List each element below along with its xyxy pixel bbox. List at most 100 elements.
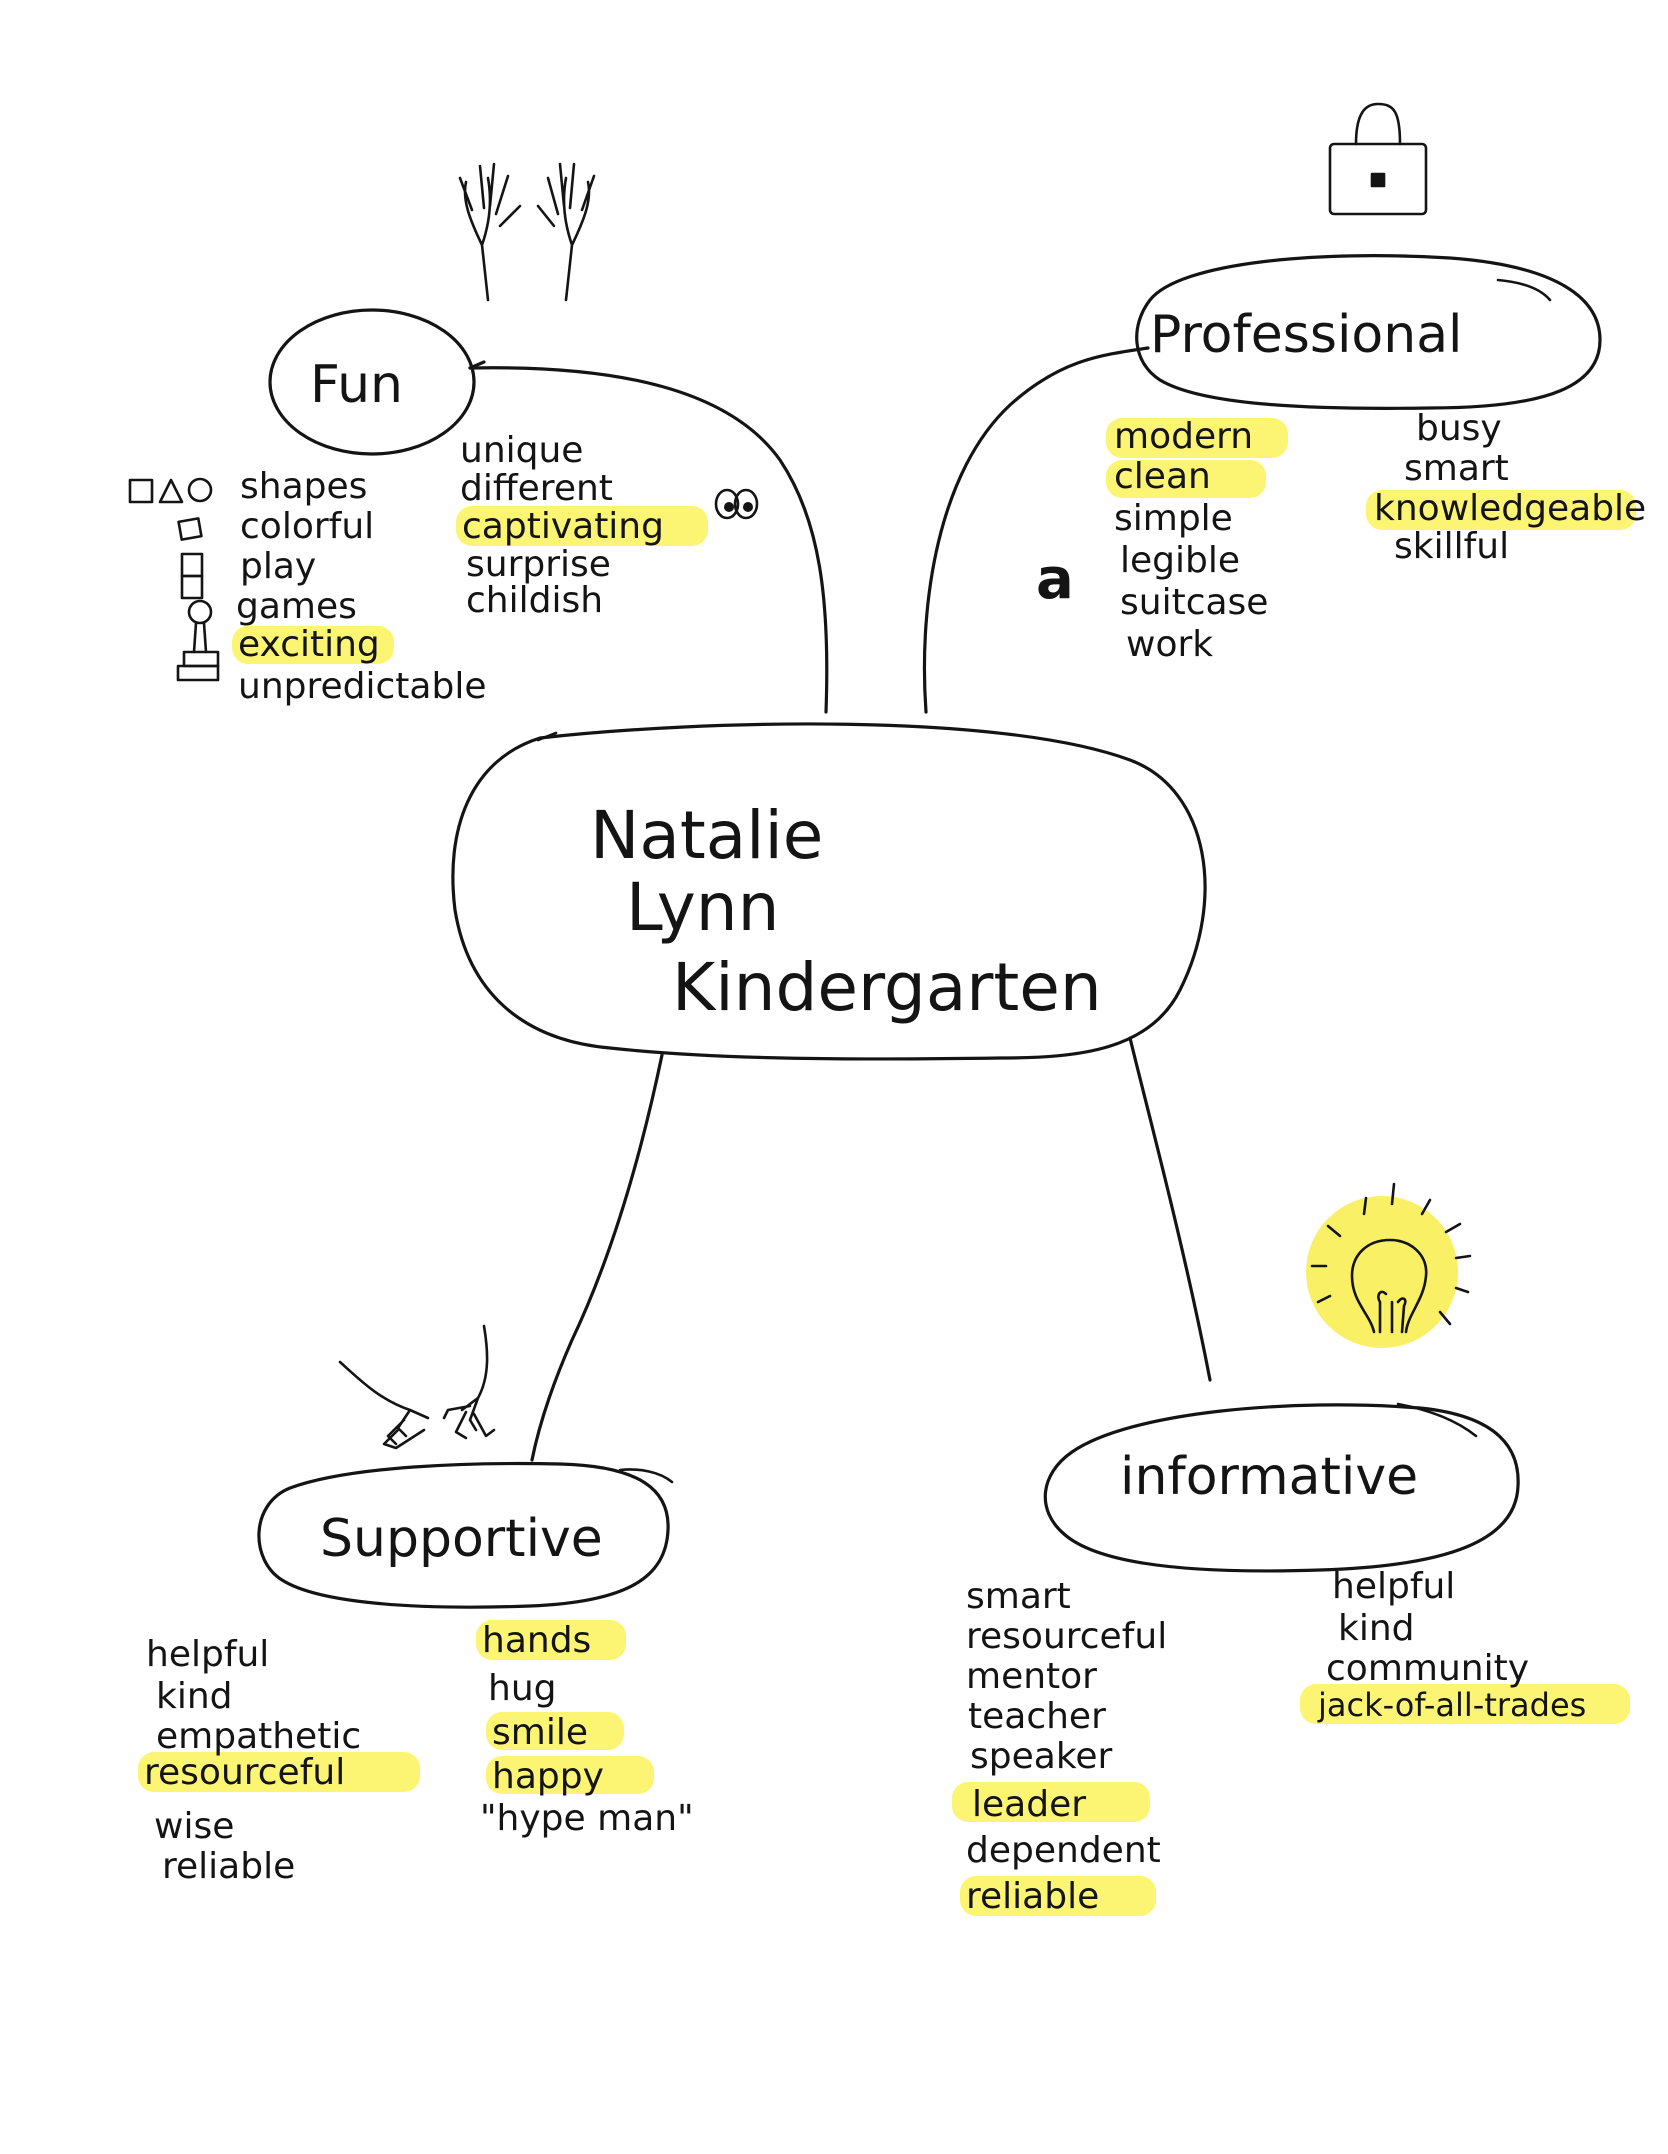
informative-word: smart [966,1576,1071,1617]
professional-word: suitcase [1120,582,1268,623]
branch-fun: Fun shapes [128,162,759,707]
raised-hands-icon [458,162,596,302]
shapes-icon [128,477,213,504]
highlight-jack-of-all-trades [1300,1684,1630,1724]
supportive-word: happy [492,1756,604,1797]
supportive-word: kind [156,1676,233,1717]
informative-oval-tail [1396,1402,1478,1438]
highlight-clean [1106,460,1266,498]
supportive-label: Supportive [320,1509,603,1569]
supportive-words-col2: hands hug smile happy "hype man" [480,1620,694,1839]
fun-word: captivating [462,506,664,547]
supportive-oval-tail [618,1468,674,1484]
branch-professional: Professional a modern clean simple legib… [1036,102,1646,665]
professional-side-glyph: a [1036,547,1074,612]
professional-word: work [1126,624,1213,665]
stamp-icon [176,599,220,682]
supportive-words-col1: helpful kind empathetic resourceful wise… [144,1634,361,1887]
informative-word: community [1326,1648,1529,1689]
professional-word: smart [1404,448,1509,489]
center-title-line-1: Natalie [590,797,823,874]
professional-oval-tail [1496,278,1552,302]
professional-word: clean [1114,456,1211,497]
highlight-resourceful [138,1752,420,1792]
informative-word: dependent [966,1830,1161,1871]
highlights [138,418,1636,1916]
fun-word: shapes [240,466,367,507]
highlight-exciting [232,626,394,664]
informative-words-col1: smart resourceful mentor teacher speaker… [966,1576,1167,1917]
informative-word: jack-of-all-trades [1317,1686,1586,1724]
reaching-hands-icon [338,1324,496,1450]
googly-eyes-icon [714,488,759,520]
fun-word: different [460,468,613,509]
center-oval [451,722,1207,1061]
professional-word: modern [1114,416,1253,457]
supportive-word: empathetic [156,1716,361,1757]
center-title-line-3: Kindergarten [672,949,1102,1026]
lightbulb-icon [1306,1182,1472,1348]
highlight-leader [952,1782,1150,1822]
professional-word: legible [1120,540,1240,581]
highlight-smile [486,1712,624,1750]
professional-word: knowledgeable [1374,488,1646,529]
supportive-word: wise [154,1806,234,1847]
fun-word: unpredictable [238,666,486,707]
highlight-captivating [456,506,708,546]
fun-word: unique [460,430,583,471]
fun-words-col1: shapes colorful play games exciting unpr… [236,466,486,707]
professional-word: busy [1416,408,1502,449]
connectors [468,346,1212,1462]
fun-word: colorful [240,506,374,547]
informative-oval [1043,1403,1520,1573]
fun-word: exciting [238,624,380,665]
fun-word: games [236,586,357,627]
informative-word: kind [1338,1608,1415,1649]
professional-label: Professional [1150,305,1463,365]
informative-word: mentor [966,1656,1097,1697]
connector-center-informative [1128,1036,1212,1382]
highlight-hands [476,1620,626,1660]
connector-center-supportive [530,1053,664,1462]
professional-word: skillful [1394,526,1509,567]
professional-words-col1: modern clean simple legible suitcase wor… [1114,416,1268,665]
supportive-word: reliable [162,1846,295,1887]
fun-word: childish [466,580,603,621]
informative-word: teacher [968,1696,1106,1737]
fun-word: play [240,546,316,587]
informative-word: speaker [970,1736,1113,1777]
highlight-knowledgeable [1366,490,1636,530]
highlight-reliable [960,1876,1156,1916]
fun-label: Fun [310,355,403,415]
informative-word: leader [972,1784,1086,1825]
center-node: Natalie Lynn Kindergarten [451,722,1207,1061]
supportive-word: "hype man" [480,1798,694,1839]
briefcase-icon [1328,102,1428,216]
supportive-word: hug [488,1668,556,1709]
informative-word: helpful [1332,1566,1455,1607]
informative-word: resourceful [966,1616,1167,1657]
supportive-word: smile [492,1712,588,1753]
informative-label: informative [1120,1447,1418,1507]
informative-words-col2: helpful kind community jack-of-all-trade… [1317,1566,1586,1724]
professional-oval [1135,254,1602,410]
highlight-modern [1106,418,1288,458]
informative-word: reliable [966,1876,1099,1917]
branch-informative: informative smart resourceful mentor tea… [966,1182,1586,1917]
connector-center-professional [922,346,1150,714]
highlight-happy [486,1756,654,1794]
supportive-word: hands [482,1620,591,1661]
branch-supportive: Supportive helpful kind empathetic resou… [144,1324,694,1887]
fun-word: surprise [466,544,611,585]
blocks-icon [177,517,204,600]
connector-center-fun [468,366,829,714]
supportive-oval [257,1461,670,1609]
supportive-word: helpful [146,1634,269,1675]
fun-words-col2: unique different captivating surprise ch… [460,430,664,621]
professional-words-col2: busy smart knowledgeable skillful [1374,408,1646,567]
center-oval-tick [536,731,558,742]
center-title-line-2: Lynn [626,869,779,946]
professional-word: simple [1114,498,1233,539]
supportive-word: resourceful [144,1752,345,1793]
